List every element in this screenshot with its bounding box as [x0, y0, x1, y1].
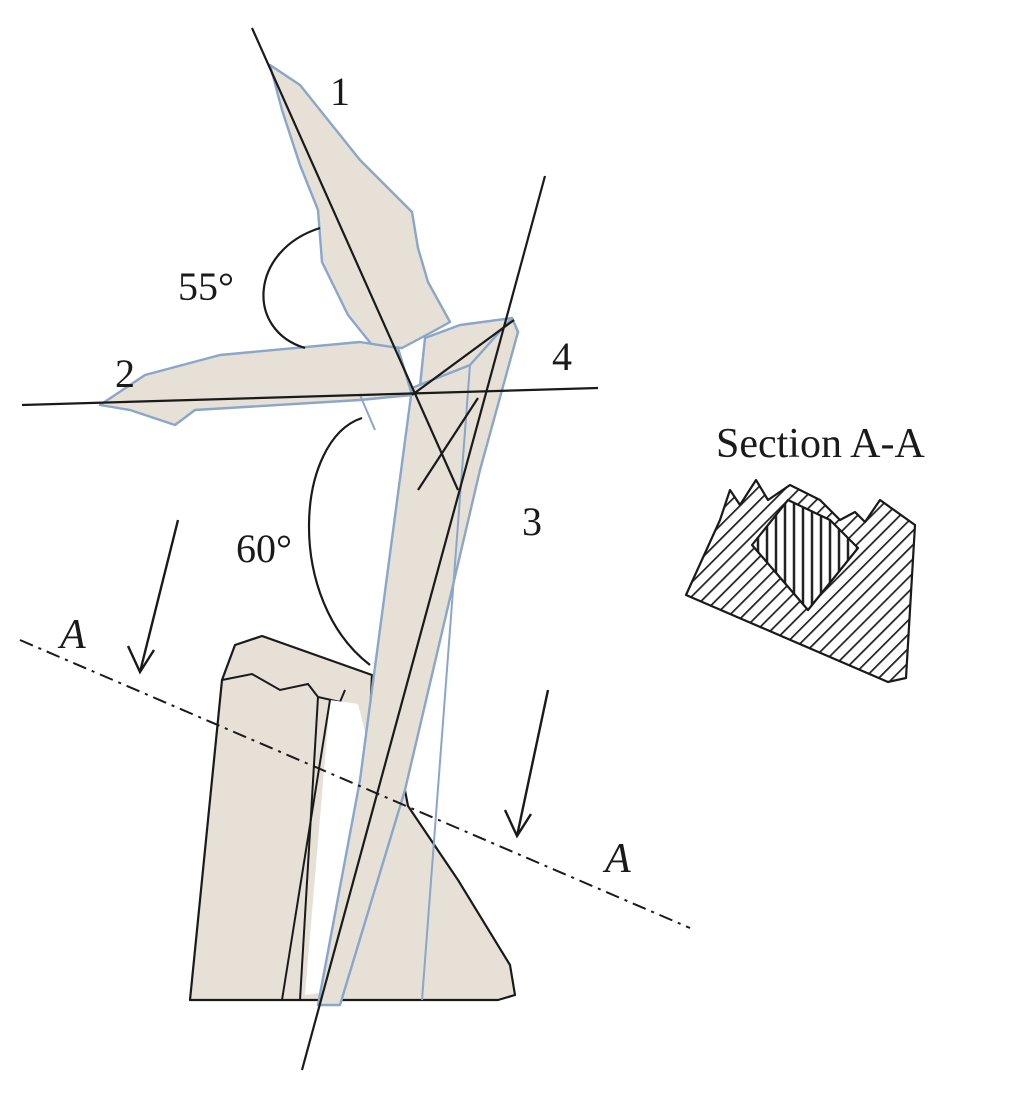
- reference-lines: [21, 27, 599, 1071]
- axis-line-part-3: [300, 175, 547, 1071]
- angle-arc-60: [308, 416, 371, 666]
- angle-arc-55: [262, 226, 321, 350]
- label-angle-55: 55°: [178, 264, 234, 309]
- label-angle-60: 60°: [236, 526, 292, 571]
- section-view-blade-insert: [750, 498, 860, 612]
- part-2-shape: [98, 340, 414, 427]
- label-part-2: 2: [115, 351, 135, 396]
- label-section-mark-right: A: [602, 836, 631, 882]
- label-part-1: 1: [330, 69, 350, 114]
- label-section-title: Section A-A: [716, 421, 925, 467]
- part-4-edge: [417, 397, 479, 491]
- label-part-4: 4: [552, 334, 572, 379]
- section-arrow-right: [503, 689, 550, 839]
- section-arrow-left: [126, 519, 180, 675]
- horizontal-axis-line: [21, 386, 599, 407]
- part-3-shape: [316, 316, 520, 1007]
- part-1-shape: [268, 63, 452, 350]
- axis-line-part-4: [411, 319, 515, 396]
- label-part-3: 3: [522, 499, 542, 544]
- section-view: [684, 478, 917, 684]
- section-line-a-a: [19, 639, 691, 929]
- axis-line-part-1: [250, 27, 460, 491]
- label-section-mark-left: A: [57, 612, 86, 658]
